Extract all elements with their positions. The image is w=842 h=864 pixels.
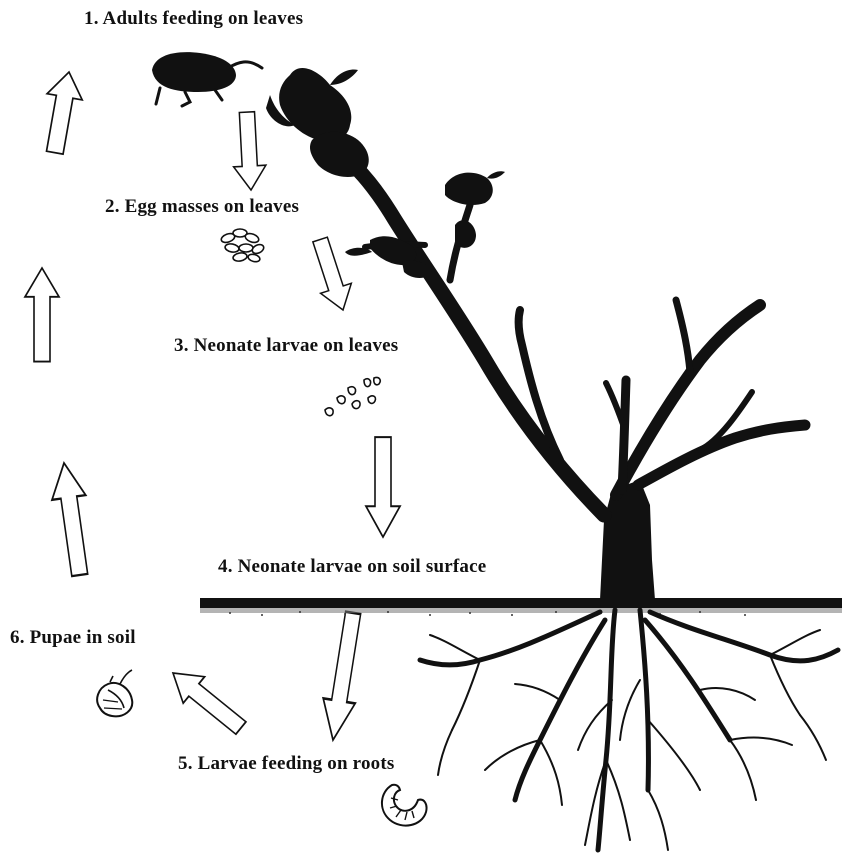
cycle-arrow-neonates-to-soil	[366, 437, 400, 537]
soil-surface	[200, 598, 842, 616]
root-larva-icon	[382, 785, 427, 826]
stage-label-neonate-soil: 4. Neonate larvae on soil surface	[218, 556, 486, 578]
cycle-arrow-soil-to-roots	[317, 610, 369, 742]
cycle-arrow-pupae-to-adults-upper	[37, 69, 86, 156]
cycle-arrow-adults-to-eggs	[231, 111, 267, 191]
weevil-icon	[152, 52, 262, 106]
stage-label-adults: 1. Adults feeding on leaves	[84, 8, 303, 30]
stage-label-egg-masses: 2. Egg masses on leaves	[105, 196, 299, 218]
stage-label-pupae: 6. Pupae in soil	[10, 627, 136, 649]
egg-mass-icon	[220, 229, 265, 263]
stage-label-larvae-roots: 5. Larvae feeding on roots	[178, 753, 394, 775]
stage-label-neonate-leaves: 3. Neonate larvae on leaves	[174, 335, 398, 357]
citrus-tree-icon	[266, 68, 838, 850]
cycle-arrow-eggs-to-neonates	[305, 235, 359, 315]
cycle-arrow-left-lower	[47, 461, 96, 578]
cycle-arrow-left-middle	[25, 268, 59, 362]
cycle-arrow-roots-to-pupae	[162, 660, 251, 741]
neonate-larvae-icon	[325, 377, 380, 415]
pupa-icon	[97, 670, 132, 716]
